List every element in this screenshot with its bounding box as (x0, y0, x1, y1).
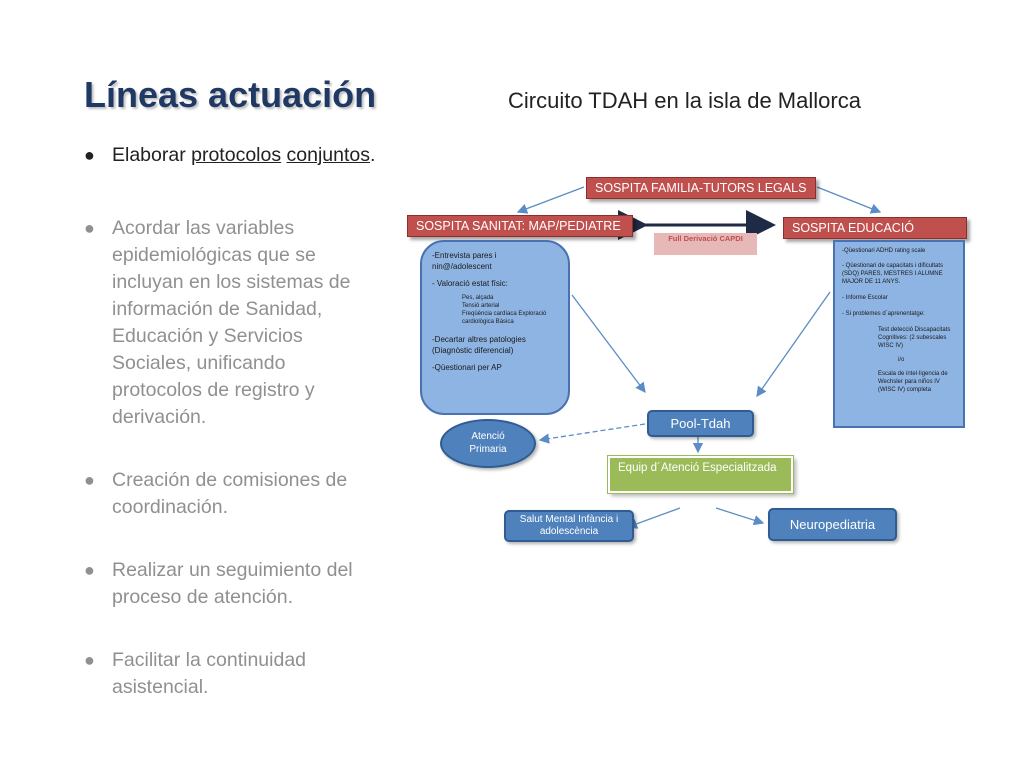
slide-subtitle: Circuito TDAH en la isla de Mallorca (508, 88, 861, 113)
bullet-item: ● Creación de comisiones de coordinación. (80, 467, 380, 521)
node-sospita-sanitat: SOSPITA SANITAT: MAP/PEDIATRE (407, 215, 633, 237)
educacio-subitem: i/o (898, 357, 905, 363)
educacio-item: - Informe Escolar (842, 295, 888, 301)
educacio-subitem: Escala de intel·ligencia de Wechsler par… (878, 371, 948, 393)
bullet-link-text: conjuntos (286, 144, 370, 166)
bullet-item: ● Elaborar protocolos conjuntos. (80, 142, 380, 169)
arrow-educacio-to-pool (756, 291, 831, 398)
bullet-link-text: protocolos (191, 144, 282, 166)
bullet-text: Facilitar la continuidad asistencial. (112, 649, 307, 698)
educacio-item: - Si problemes d´aprenentatge: (842, 311, 925, 317)
arrow-top-to-sanitat (516, 186, 585, 214)
bullet-text: Creación de comisiones de coordinación. (112, 469, 348, 518)
node-sospita-educacio: SOSPITA EDUCACIÓ (783, 217, 967, 239)
node-pool-tdah: Pool-Tdah (647, 410, 754, 437)
bullet-dot-icon: ● (84, 470, 95, 490)
arrow-sanitat-to-pool (571, 294, 646, 394)
node-full-derivacio-capdi: Full Derivació CAPDI (654, 233, 757, 255)
arrow-top-to-educacio (816, 186, 882, 214)
educacio-item: -Qüestionari ADHD rating scale (842, 248, 926, 254)
arrow-pool-to-atencio (538, 423, 646, 444)
sanitat-item: - Valoració estat físic: (432, 279, 508, 288)
bullet-item: ● Facilitar la continuidad asistencial. (80, 647, 380, 701)
bullet-dot-icon: ● (84, 145, 95, 165)
bullet-text: . (370, 144, 376, 166)
node-atencio-primaria: Atenció Primaria (440, 419, 536, 468)
bullet-text: Realizar un seguimiento del proceso de a… (112, 559, 353, 608)
sanitat-subitem: Freqüència cardíaca Exploració cardiològ… (462, 311, 547, 325)
node-sanitat-list: -Entrevista pares i nin@/adolescent - Va… (420, 240, 570, 415)
bullet-text: Elaborar (112, 144, 192, 166)
bullet-item: ● Acordar las variables epidemiológicas q… (80, 215, 380, 431)
sanitat-subitem: Tensió arterial (462, 303, 500, 309)
sanitat-subitem: Pes, alçada (462, 295, 494, 301)
node-equip-atencio: Equip d´Atenció Especialitzada (608, 456, 793, 493)
bullet-dot-icon: ● (84, 560, 95, 580)
bullet-list: ● Elaborar protocolos conjuntos. ● Acordar… (80, 142, 380, 701)
bullet-dot-icon: ● (84, 218, 95, 238)
educacio-subitem: Test detecció Discapacitats Cognitives: … (878, 327, 951, 349)
node-sospita-familia: SOSPITA FAMILIA-TUTORS LEGALS (586, 177, 816, 199)
educacio-item: - Qüestionari de capacitats i dificultat… (842, 263, 944, 285)
node-salut-mental: Salut Mental Infància i adolescència (504, 510, 634, 542)
bullet-item: ● Realizar un seguimiento del proceso de … (80, 557, 380, 611)
bullet-text: Acordar las variables epidemiológicas qu… (112, 217, 351, 428)
sanitat-item: -Qüestionari per AP (432, 363, 502, 372)
sanitat-item: -Decartar altres patologies (Diagnòstic … (432, 335, 526, 355)
arrow-equip-to-neuro (715, 507, 765, 526)
node-neuropediatria: Neuropediatria (768, 508, 897, 541)
node-educacio-list: -Qüestionari ADHD rating scale - Qüestio… (833, 240, 965, 428)
arrow-equip-to-salut (626, 507, 681, 529)
slide-title: Líneas actuación (84, 74, 377, 115)
sanitat-item: -Entrevista pares i nin@/adolescent (432, 251, 497, 271)
bullet-dot-icon: ● (84, 650, 95, 670)
